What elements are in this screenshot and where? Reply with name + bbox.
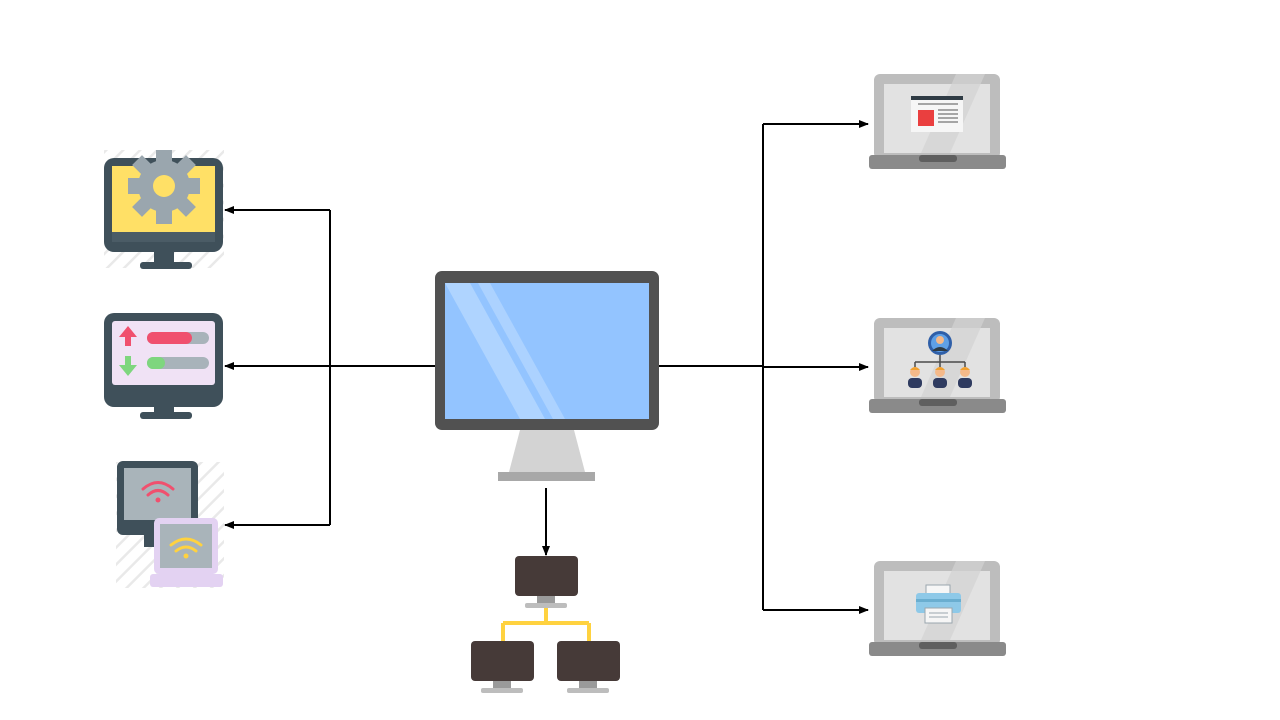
- connector-lines: [224, 120, 869, 614]
- wifi-monitor-laptop-icon: [116, 461, 224, 588]
- desktop-monitor-icon: [435, 271, 659, 481]
- monitor-settings-gear-icon: [104, 150, 224, 269]
- laptop-webpage-icon: [869, 74, 1006, 169]
- monitor-upload-download-icon: [104, 313, 223, 419]
- network-hierarchy-icon: [471, 556, 620, 693]
- laptop-printer-icon: [869, 561, 1006, 656]
- laptop-org-chart-icon: [869, 318, 1006, 413]
